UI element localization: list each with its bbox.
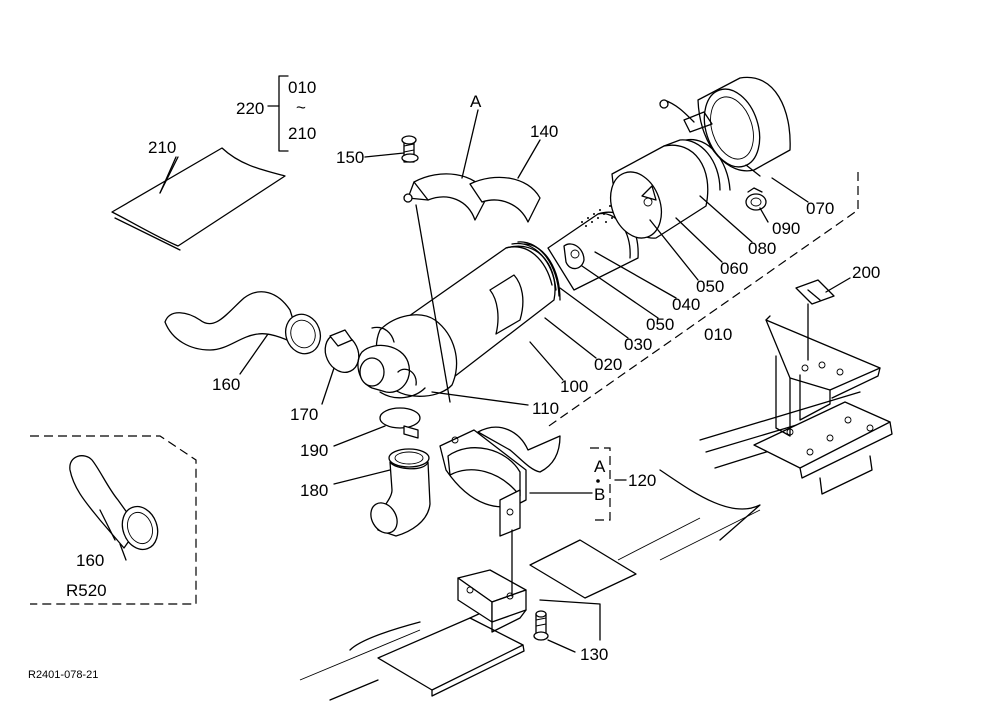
part-020-030-element [547,205,639,291]
label-220-set-tilde: ~ [296,98,306,117]
part-180-elbow [370,448,431,537]
label-120: 120 [628,471,656,490]
label-ref-b-bracket: B [594,485,605,504]
label-050-a: 050 [696,277,724,296]
drawing-code: R2401-078-21 [28,669,98,681]
label-130: 130 [580,645,608,664]
part-120-band-b [439,426,593,597]
part-210-manual [111,147,286,251]
label-ref-a-top: A [470,92,482,111]
label-220-set-bottom: 210 [288,124,316,143]
label-100: 100 [560,377,588,396]
label-190: 190 [300,441,328,460]
label-140: 140 [530,122,558,141]
label-050-b: 050 [646,315,674,334]
part-110-outlet [357,326,529,406]
part-190-clamp [379,407,421,439]
part-200-clip [795,279,835,361]
label-030: 030 [624,335,652,354]
part-120-band-a [403,173,541,403]
label-080: 080 [748,239,776,258]
label-210: 210 [148,138,176,157]
frame-structure [617,315,893,561]
label-010: 010 [704,325,732,344]
part-labels: 220 010 ~ 210 210 150 A 140 160 170 190 … [28,78,880,681]
label-180: 180 [300,481,328,500]
label-070: 070 [806,199,834,218]
label-090: 090 [772,219,800,238]
label-160-inset: 160 [76,551,104,570]
label-220-set-top: 010 [288,78,316,97]
part-150-bolt [401,135,419,163]
label-220: 220 [236,99,264,118]
part-070-clamp-ring [659,76,791,177]
label-r520: R520 [66,581,107,600]
label-160: 160 [212,375,240,394]
part-050-060-cover [609,138,731,239]
label-020: 020 [594,355,622,374]
part-160-hose [164,291,322,355]
r520-inset-outline [30,435,197,605]
label-060: 060 [720,259,748,278]
bracket-120-outline [590,447,611,521]
part-090-valve [745,187,767,211]
label-110: 110 [532,399,559,418]
bottom-plates [299,539,637,701]
part-170-clamp [324,329,360,373]
label-040: 040 [672,295,700,314]
label-200: 200 [852,263,880,282]
part-130-bracket-bolt [457,569,576,653]
label-170: 170 [290,405,318,424]
label-150: 150 [336,148,364,167]
leader-lines [119,109,851,561]
bracket-dot [596,479,600,483]
set-220-bracket [267,75,289,152]
label-ref-a-bracket: A [594,457,606,476]
r520-inset-hose [69,455,159,551]
